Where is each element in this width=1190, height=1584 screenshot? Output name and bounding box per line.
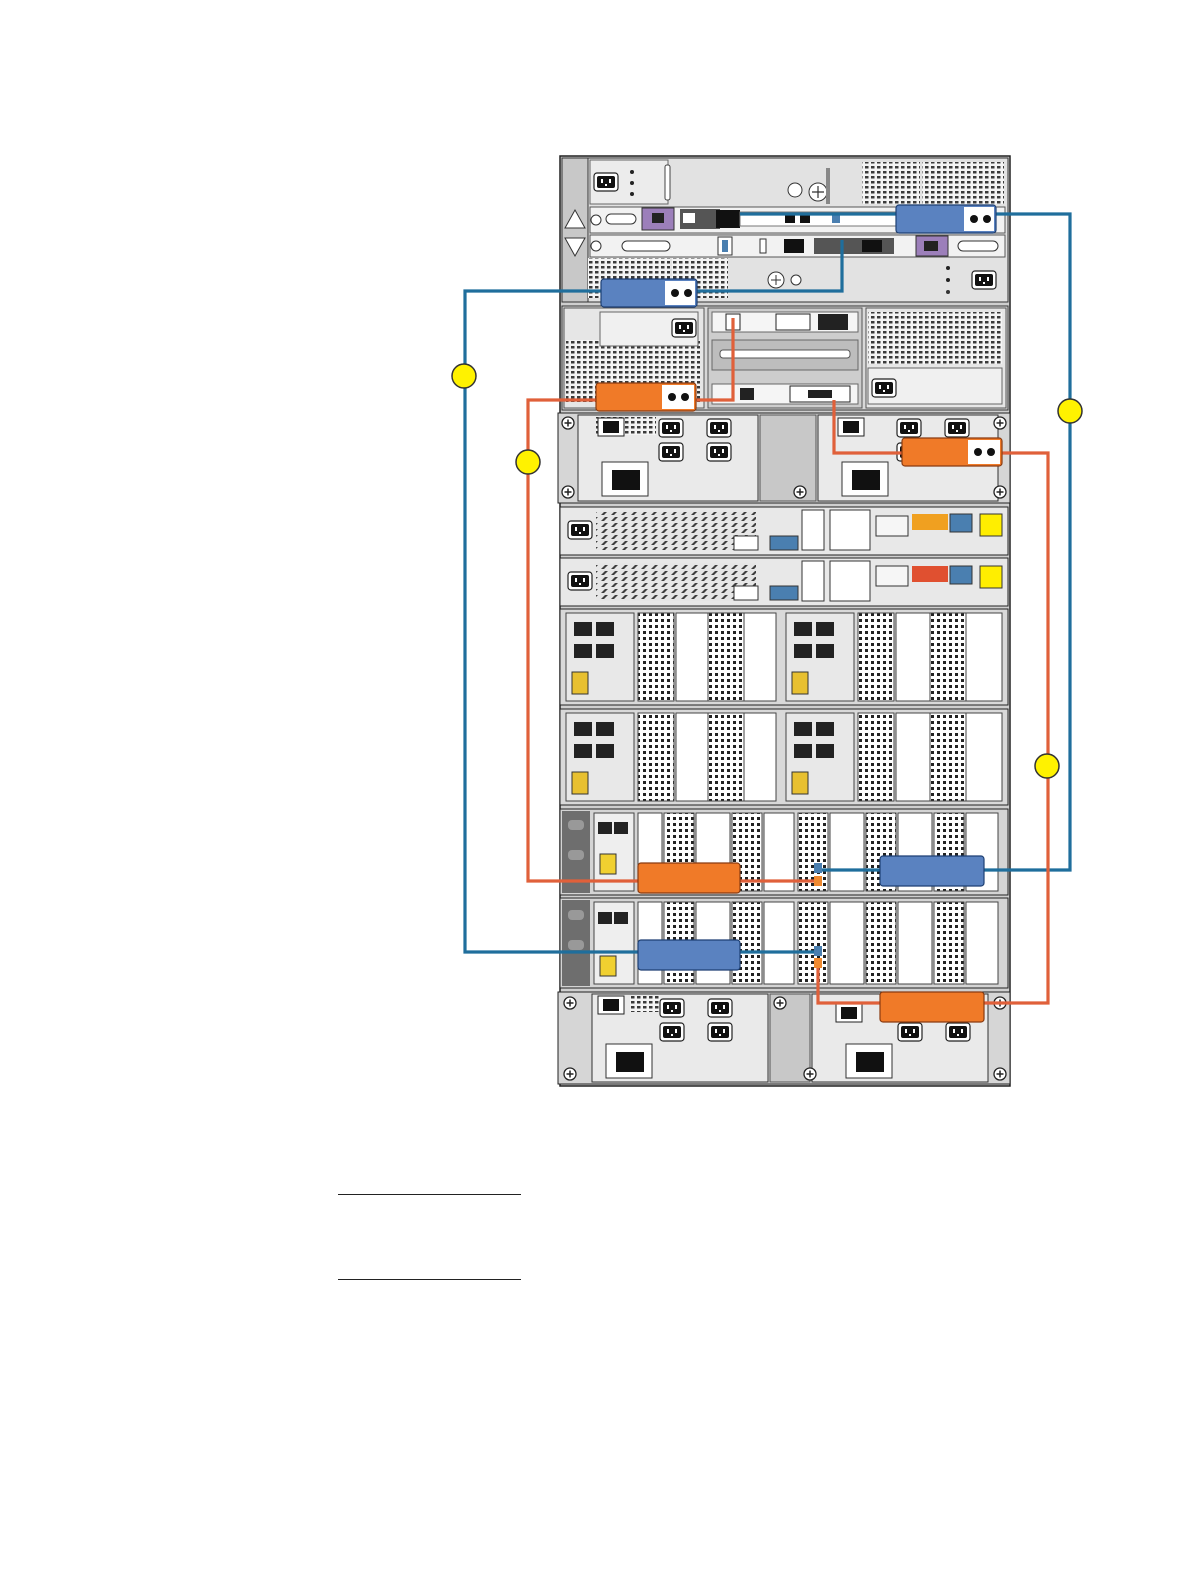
orange-label-bottom-right xyxy=(880,992,984,1022)
separator-rule-bottom xyxy=(338,1279,521,1280)
orange-label-lower-left xyxy=(638,863,740,893)
orange-label-upper-left xyxy=(596,383,696,411)
blue-label-top-right xyxy=(896,205,996,233)
storage-processor-b xyxy=(560,898,1008,988)
control-station-1 xyxy=(560,507,1008,555)
data-mover-2 xyxy=(560,709,1008,805)
callout-orange-left xyxy=(516,450,540,474)
orange-label-upper-right xyxy=(902,438,1002,466)
blue-label-top-left xyxy=(601,279,697,307)
callout-orange-right xyxy=(1035,754,1059,778)
callout-blue-left xyxy=(452,364,476,388)
callout-blue-right xyxy=(1058,399,1082,423)
blue-label-lower-left xyxy=(638,940,740,970)
control-station-2 xyxy=(560,558,1008,606)
separator-rule-top xyxy=(338,1194,521,1195)
blue-label-lower-right xyxy=(880,856,984,886)
data-mover-1 xyxy=(560,609,1008,705)
